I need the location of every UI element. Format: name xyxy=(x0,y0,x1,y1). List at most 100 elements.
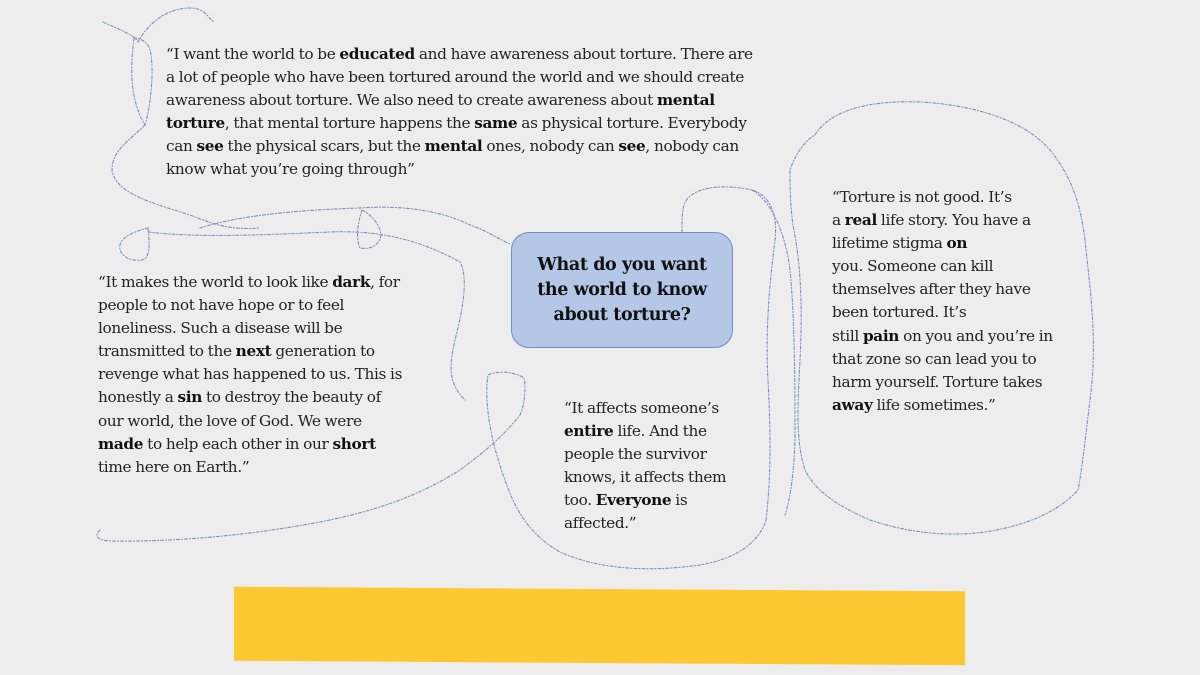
quote-text: a xyxy=(832,211,845,230)
quote-line: you. Someone can kill xyxy=(832,255,1053,278)
quote-torture-not-good: “Torture is not good. It’s a real life st… xyxy=(832,186,1053,417)
emphasized-word: same xyxy=(474,114,518,133)
dashed-path-middle-upper xyxy=(199,206,511,245)
dashed-path-top-left xyxy=(102,7,215,44)
quote-line: affected.” xyxy=(564,512,726,535)
quote-line: “I want the world to be educated and hav… xyxy=(166,43,753,66)
central-question-box: What do you want the world to know about… xyxy=(511,232,733,348)
quote-text: transmitted to the xyxy=(98,342,236,361)
quote-line: themselves after they have xyxy=(832,278,1053,301)
quote-text: to destroy the beauty of xyxy=(202,388,381,407)
quote-line: been tortured. It’s xyxy=(832,301,1053,324)
quote-text: people to not have hope or to feel xyxy=(98,296,345,315)
quote-text: “It makes the world to look like xyxy=(98,273,333,291)
quote-line: loneliness. Such a disease will be xyxy=(98,317,402,340)
quote-text: the physical scars, but the xyxy=(223,137,425,156)
quote-line: harm yourself. Torture takes xyxy=(832,371,1053,394)
emphasized-word: next xyxy=(235,342,272,361)
emphasized-word: educated xyxy=(339,45,415,63)
quote-text: that zone so can lead you to xyxy=(832,349,1037,368)
quote-text: as physical torture. Everybody xyxy=(517,114,747,133)
quote-line: a lot of people who have been tortured a… xyxy=(166,66,753,89)
quote-text: life. And the xyxy=(613,422,707,441)
yellow-highlight-bar xyxy=(234,586,965,666)
quote-text: loneliness. Such a disease will be xyxy=(98,319,343,338)
quote-line: “Torture is not good. It’s xyxy=(832,186,1053,209)
quote-text: life story. You have a xyxy=(876,211,1031,230)
question-line: What do you want xyxy=(537,254,707,275)
emphasized-word: mental xyxy=(424,137,483,156)
quote-education-awareness: “I want the world to be educated and hav… xyxy=(166,43,753,182)
quote-text: still xyxy=(832,326,863,345)
emphasized-word: entire xyxy=(564,422,614,441)
emphasized-word: on xyxy=(946,234,968,253)
quote-text: “It affects someone’s xyxy=(564,399,719,417)
quote-text: been tortured. It’s xyxy=(832,303,967,322)
quote-text: “Torture is not good. It’s xyxy=(832,188,1012,206)
dashed-path-middle-small-loop xyxy=(357,209,382,249)
quote-line: that zone so can lead you to xyxy=(832,348,1053,371)
quote-text: is xyxy=(671,491,688,510)
dashed-path-right-cross xyxy=(751,189,796,516)
quote-line: our world, the love of God. We were xyxy=(98,410,402,433)
quote-line: honestly a sin to destroy the beauty of xyxy=(98,386,402,409)
emphasized-word: made xyxy=(98,434,144,453)
quote-line: still pain on you and you’re in xyxy=(832,325,1053,348)
quote-text: can xyxy=(166,137,197,156)
quote-text: time here on Earth.” xyxy=(98,457,250,476)
quote-affects-entire-life: “It affects someone’s entire life. And th… xyxy=(564,397,727,536)
quote-text: honestly a xyxy=(98,388,178,407)
quote-line: “It affects someone’s xyxy=(564,397,726,420)
quote-text: harm yourself. Torture takes xyxy=(832,372,1043,391)
quote-text: , that mental torture happens the xyxy=(224,114,475,133)
quote-text: revenge what has happened to us. This is xyxy=(98,365,403,384)
quote-line: lifetime stigma on xyxy=(832,232,1053,255)
quote-text: and have awareness about torture. There … xyxy=(414,45,753,63)
quote-text: people the survivor xyxy=(564,445,707,464)
quote-text: on you and you’re in xyxy=(899,326,1053,345)
emphasized-word: see xyxy=(618,137,646,156)
quote-text: awareness about torture. We also need to… xyxy=(166,91,657,110)
dashed-path-left-loop xyxy=(119,227,150,261)
emphasized-word: torture xyxy=(166,114,225,133)
quote-text: , nobody can xyxy=(645,137,739,156)
emphasized-word: dark xyxy=(332,273,371,291)
quote-line: a real life story. You have a xyxy=(832,209,1053,232)
central-question-text: What do you want the world to know about… xyxy=(537,253,707,328)
quote-text: , for xyxy=(370,273,400,291)
quote-text: “I want the world to be xyxy=(166,45,340,63)
emphasized-word: mental xyxy=(656,91,715,110)
quote-line: revenge what has happened to us. This is xyxy=(98,363,402,386)
quote-line: knows, it affects them xyxy=(564,466,727,489)
emphasized-word: sin xyxy=(177,388,203,407)
quote-line: entire life. And the xyxy=(564,420,726,443)
quote-text: too. xyxy=(564,491,596,510)
quote-text: knows, it affects them xyxy=(564,468,727,487)
quote-text: know what you’re going through” xyxy=(166,160,415,179)
quote-text: lifetime stigma xyxy=(832,234,947,253)
quote-text: our world, the love of God. We were xyxy=(98,411,362,430)
quote-line: “It makes the world to look like dark, f… xyxy=(98,271,402,294)
quote-line: awareness about torture. We also need to… xyxy=(166,89,753,112)
quote-text: affected.” xyxy=(564,514,637,533)
quote-line: made to help each other in our short xyxy=(98,433,402,456)
quote-text: life sometimes.” xyxy=(872,395,996,414)
quote-line: people to not have hope or to feel xyxy=(98,294,402,317)
quote-line: away life sometimes.” xyxy=(832,394,1053,417)
quote-text: a lot of people who have been tortured a… xyxy=(166,68,744,87)
emphasized-word: short xyxy=(332,434,376,453)
emphasized-word: away xyxy=(832,395,873,414)
quote-text: ones, nobody can xyxy=(482,137,619,156)
quote-text: themselves after they have xyxy=(832,280,1031,299)
quote-text: generation to xyxy=(271,342,375,361)
question-line: the world to know xyxy=(537,279,707,300)
question-line: about torture? xyxy=(553,304,691,325)
quote-text: to help each other in our xyxy=(143,434,333,453)
quote-line: transmitted to the next generation to xyxy=(98,340,402,363)
quote-line: can see the physical scars, but the ment… xyxy=(166,135,753,158)
quote-world-dark: “It makes the world to look like dark, f… xyxy=(98,271,402,479)
emphasized-word: see xyxy=(196,137,224,156)
emphasized-word: pain xyxy=(862,326,900,345)
quote-line: too. Everyone is xyxy=(564,489,726,512)
